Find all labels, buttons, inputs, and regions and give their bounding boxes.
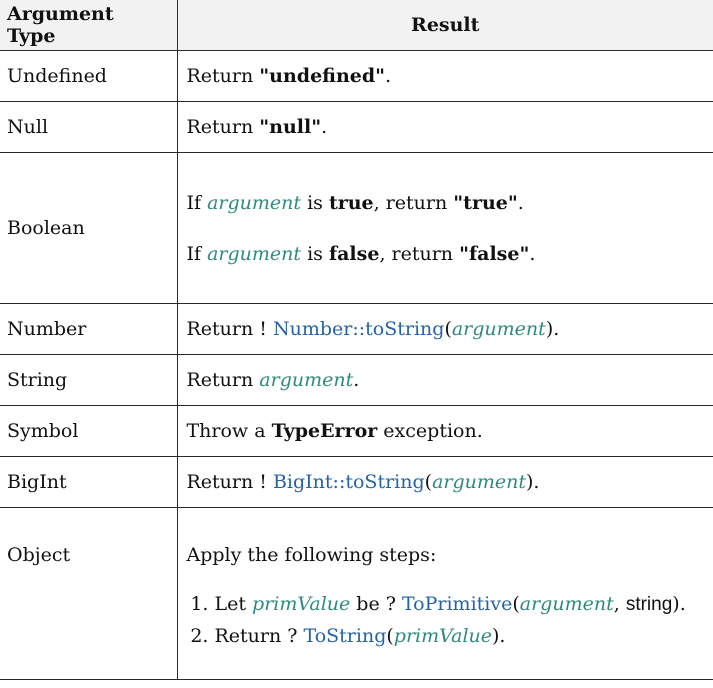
- table-row: Null Return "null".: [0, 101, 713, 153]
- type-cell-bigint: BigInt: [0, 456, 178, 508]
- result-text: If: [186, 242, 208, 265]
- result-text: exception.: [377, 420, 483, 442]
- result-text: .: [353, 369, 360, 391]
- result-text: .: [529, 242, 536, 265]
- string-literal: "undefined": [259, 65, 386, 87]
- variable-argument[interactable]: argument: [432, 471, 527, 493]
- variable-argument[interactable]: argument: [259, 369, 354, 391]
- result-text: Throw a: [186, 420, 272, 442]
- type-cell-null: Null: [0, 101, 178, 153]
- result-text: Return ?: [214, 625, 304, 647]
- result-text: ).: [526, 471, 540, 493]
- result-text: Return: [186, 116, 260, 138]
- result-text: .: [385, 65, 392, 87]
- result-text: .: [321, 116, 328, 138]
- result-cell-bigint: Return ! BigInt::toString(argument).: [176, 456, 713, 508]
- table-row: Symbol Throw a TypeError exception.: [0, 405, 713, 457]
- result-cell-boolean: If argument is true, return "true". If a…: [176, 152, 713, 304]
- result-text: Return !: [186, 318, 273, 340]
- result-cell-string: Return argument.: [176, 354, 713, 406]
- variable-primvalue[interactable]: primValue: [252, 593, 351, 615]
- boolean-true-line: If argument is true, return "true".: [187, 192, 705, 214]
- result-cell-undefined: Return "undefined".: [176, 50, 713, 102]
- header-row: Argument Type Result: [0, 0, 713, 51]
- table-row: BigInt Return ! BigInt::toString(argumen…: [0, 456, 713, 508]
- header-result: Result: [176, 0, 713, 51]
- step-item: Let primValue be ? ToPrimitive(argument,…: [215, 593, 705, 616]
- type-label-object: Object: [7, 544, 71, 566]
- result-text: Return: [186, 369, 260, 391]
- type-cell-string: String: [0, 354, 178, 406]
- value-true: true: [328, 191, 374, 214]
- step-item: Return ? ToString(primValue).: [215, 625, 705, 647]
- type-cell-boolean: Boolean: [0, 152, 178, 304]
- hint-string: string: [625, 594, 673, 615]
- type-cell-number: Number: [0, 303, 178, 355]
- result-text: , return: [379, 242, 460, 265]
- result-text: is: [301, 242, 329, 265]
- result-text: Return: [186, 65, 260, 87]
- result-cell-object: Apply the following steps: Let primValue…: [176, 507, 713, 680]
- value-false: false: [328, 242, 380, 265]
- header-argument-type: Argument Type: [0, 0, 178, 51]
- result-text: .: [517, 191, 524, 214]
- result-text: (: [424, 471, 433, 493]
- variable-argument[interactable]: argument: [207, 191, 302, 214]
- table-row: Object Apply the following steps: Let pr…: [0, 507, 713, 680]
- number-tostring-link[interactable]: Number::toString: [272, 318, 445, 340]
- result-text: ,: [613, 593, 626, 615]
- table-row: Number Return ! Number::toString(argumen…: [0, 303, 713, 355]
- table-row: String Return argument.: [0, 354, 713, 406]
- variable-primvalue[interactable]: primValue: [393, 625, 492, 647]
- steps-intro: Apply the following steps:: [186, 544, 437, 566]
- result-cell-null: Return "null".: [176, 101, 713, 153]
- result-text: (: [386, 625, 394, 647]
- result-text: Return !: [186, 471, 273, 493]
- result-text: (: [512, 593, 520, 615]
- result-text: ).: [545, 318, 560, 340]
- bigint-tostring-link[interactable]: BigInt::toString: [272, 471, 425, 493]
- result-text: ).: [672, 593, 686, 615]
- typeerror-label: TypeError: [271, 420, 378, 442]
- string-literal: "null": [259, 116, 322, 138]
- tostring-link[interactable]: ToString: [303, 625, 387, 647]
- result-text: , return: [373, 191, 454, 214]
- result-text: If: [186, 191, 208, 214]
- variable-argument[interactable]: argument: [451, 318, 546, 340]
- boolean-false-line: If argument is false, return "false".: [187, 243, 705, 265]
- result-text: ).: [492, 625, 506, 647]
- toprimitive-link[interactable]: ToPrimitive: [401, 593, 513, 615]
- steps-list: Let primValue be ? ToPrimitive(argument,…: [187, 593, 705, 647]
- type-cell-object: Object: [0, 507, 178, 680]
- result-cell-number: Return ! Number::toString(argument).: [176, 303, 713, 355]
- result-text: (: [444, 318, 452, 340]
- result-cell-symbol: Throw a TypeError exception.: [176, 405, 713, 457]
- string-literal: "true": [453, 191, 518, 214]
- table-row: Boolean If argument is true, return "tru…: [0, 152, 713, 304]
- table-row: Undefined Return "undefined".: [0, 50, 713, 102]
- type-cell-undefined: Undefined: [0, 50, 178, 102]
- variable-argument[interactable]: argument: [519, 593, 614, 615]
- result-text: be ?: [350, 593, 402, 615]
- result-text: Let: [214, 593, 253, 615]
- type-cell-symbol: Symbol: [0, 405, 178, 457]
- result-text: is: [301, 191, 329, 214]
- string-literal: "false": [459, 242, 530, 265]
- variable-argument[interactable]: argument: [207, 242, 302, 265]
